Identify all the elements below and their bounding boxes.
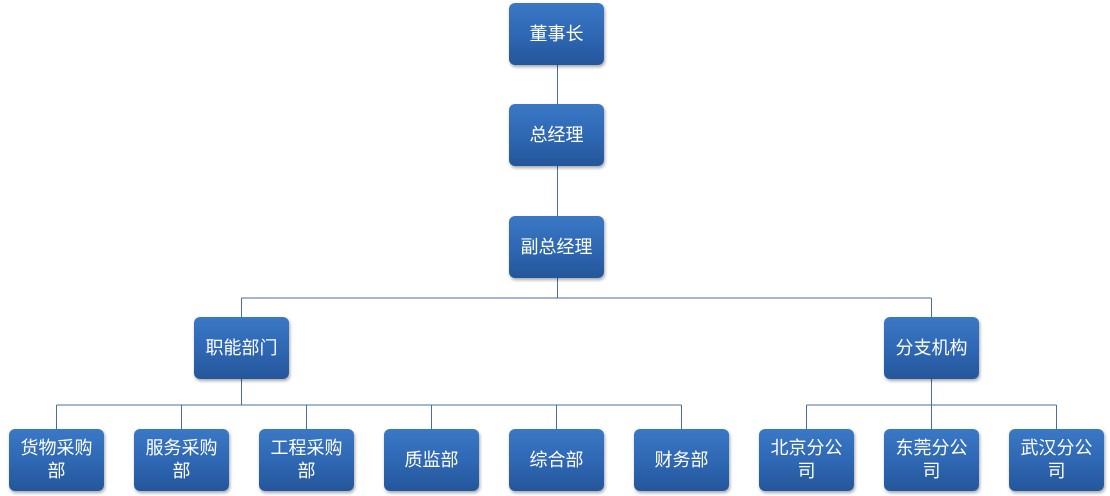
- node-chairman[interactable]: 董事长: [509, 3, 604, 65]
- node-dongguan-branch[interactable]: 东莞分公司: [884, 429, 979, 491]
- node-label: 分支机构: [895, 337, 968, 359]
- node-service-procurement[interactable]: 服务采购部: [134, 429, 229, 491]
- node-label: 北京分公司: [770, 438, 843, 482]
- node-branches[interactable]: 分支机构: [884, 317, 979, 379]
- node-functional-departments[interactable]: 职能部门: [194, 317, 289, 379]
- node-quality-supervision[interactable]: 质监部: [384, 429, 479, 491]
- node-label: 工程采购部: [270, 438, 343, 482]
- node-label: 武汉分公司: [1020, 438, 1093, 482]
- node-general-affairs[interactable]: 综合部: [509, 429, 604, 491]
- node-label: 东莞分公司: [895, 438, 968, 482]
- node-general-manager[interactable]: 总经理: [509, 104, 604, 166]
- node-label: 职能部门: [205, 337, 278, 359]
- node-goods-procurement[interactable]: 货物采购部: [9, 429, 104, 491]
- node-label: 服务采购部: [145, 438, 218, 482]
- node-label: 董事长: [529, 23, 584, 45]
- node-label: 总经理: [529, 124, 584, 146]
- node-label: 货物采购部: [20, 438, 93, 482]
- node-finance[interactable]: 财务部: [634, 429, 729, 491]
- node-label: 财务部: [654, 449, 709, 471]
- node-label: 综合部: [529, 449, 584, 471]
- node-label: 副总经理: [520, 236, 593, 258]
- node-engineering-procurement[interactable]: 工程采购部: [259, 429, 354, 491]
- node-deputy-general-manager[interactable]: 副总经理: [509, 216, 604, 278]
- node-wuhan-branch[interactable]: 武汉分公司: [1009, 429, 1104, 491]
- node-beijing-branch[interactable]: 北京分公司: [759, 429, 854, 491]
- node-label: 质监部: [404, 449, 459, 471]
